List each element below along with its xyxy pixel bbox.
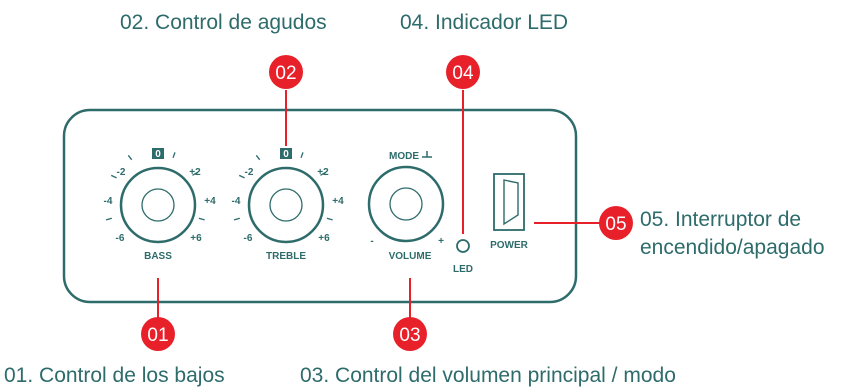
power-switch[interactable] xyxy=(493,173,525,231)
callout-bass-caption: 01. Control de los bajos xyxy=(4,364,225,387)
mode-push-icon xyxy=(422,151,432,158)
badge-01-number: 01 xyxy=(147,325,168,346)
badge-02-number: 02 xyxy=(275,63,296,84)
badge-04-number: 04 xyxy=(452,63,474,84)
volume-knob-cap xyxy=(389,187,423,221)
callout-power-caption-line2: encendido/apagado xyxy=(640,236,825,259)
treble-scale-plus-4: +4 xyxy=(332,196,344,207)
treble-scale-plus-6: +6 xyxy=(318,233,330,244)
callout-treble-caption: 02. Control de agudos xyxy=(120,11,327,34)
treble-knob[interactable] xyxy=(247,166,325,244)
volume-knob[interactable] xyxy=(367,165,445,243)
power-switch-group: POWER xyxy=(490,173,529,251)
treble-label: TREBLE xyxy=(266,251,306,262)
treble-scale-zero: 0 xyxy=(283,149,289,160)
bass-scale-plus-2: +2 xyxy=(189,167,201,178)
callout-led-caption: 04. Indicador LED xyxy=(400,11,568,34)
treble-scale-minus-6: -6 xyxy=(244,233,253,244)
power-switch-rocker xyxy=(503,179,519,226)
badge-05: 05 xyxy=(599,206,633,240)
callout-volume-caption: 03. Control del volumen principal / modo xyxy=(300,364,676,387)
bass-label: BASS xyxy=(144,251,172,262)
volume-plus-label: + xyxy=(438,236,444,247)
badge-01: 01 xyxy=(141,317,175,351)
bass-scale-plus-4: +4 xyxy=(204,196,216,207)
bass-scale-plus-6: +6 xyxy=(190,233,202,244)
bass-knob-cap xyxy=(141,188,175,222)
bass-zero-marker xyxy=(152,148,164,159)
bass-knob[interactable] xyxy=(119,166,197,244)
badge-03: 03 xyxy=(393,317,427,351)
volume-minus-label: - xyxy=(370,236,373,247)
bass-knob-group: 0 -2 +2 -4 +4 -6 +6 BASS xyxy=(104,148,216,262)
volume-mode-label: MODE xyxy=(389,151,419,162)
callout-power-caption-line1: 05. Interruptor de xyxy=(640,208,801,231)
volume-label: VOLUME xyxy=(389,251,432,262)
treble-zero-marker xyxy=(280,148,292,159)
treble-scale-minus-2: -2 xyxy=(245,167,254,178)
badge-04: 04 xyxy=(446,55,480,89)
bass-scale-minus-2: -2 xyxy=(117,167,126,178)
badge-05-number: 05 xyxy=(605,214,626,235)
treble-scale-minus-4: -4 xyxy=(232,196,241,207)
bass-scale-minus-4: -4 xyxy=(104,196,113,207)
treble-knob-cap xyxy=(269,188,303,222)
led-indicator xyxy=(456,239,470,253)
badge-02: 02 xyxy=(269,55,303,89)
badge-03-number: 03 xyxy=(399,325,420,346)
bass-scale-minus-6: -6 xyxy=(116,233,125,244)
treble-scale-plus-2: +2 xyxy=(317,167,329,178)
treble-knob-group: 0 -2 +2 -4 +4 -6 +6 TREBLE xyxy=(232,148,344,262)
power-label: POWER xyxy=(490,240,529,251)
led-label: LED xyxy=(453,264,473,275)
bass-scale-zero: 0 xyxy=(155,149,161,160)
volume-knob-group: MODE - + VOLUME xyxy=(367,151,445,262)
